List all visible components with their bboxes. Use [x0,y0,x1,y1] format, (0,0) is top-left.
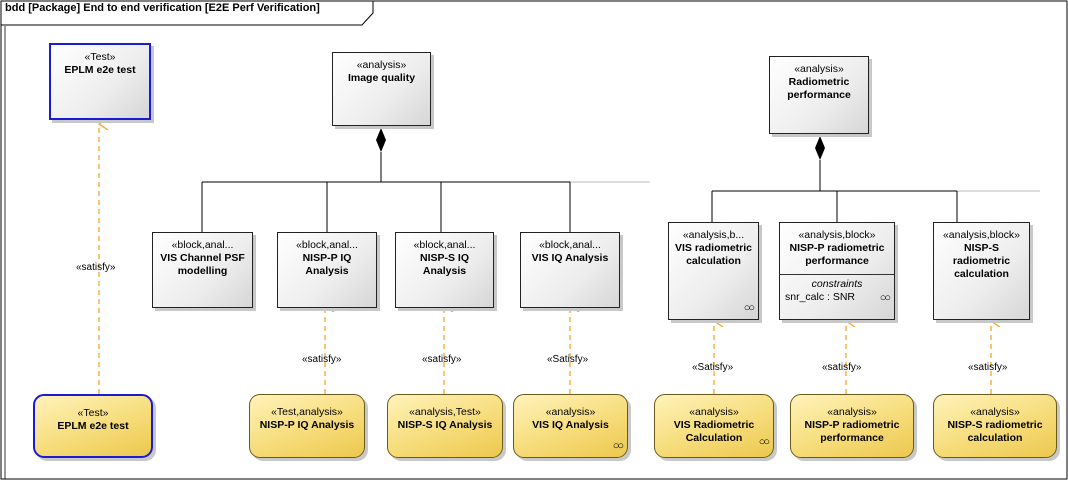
test-block-eplm[interactable]: «Test» EPLM e2e test [49,43,151,120]
composition-radiometric [711,160,1040,222]
block-name-line1: Radiometric [788,76,850,88]
block-name-line1: NISP-S IQ [419,252,469,264]
block-nispp-iq[interactable]: «block,anal... NISP-P IQ Analysis [277,232,377,308]
block-name-line2: performance [787,89,851,101]
block-name-line2: modelling [177,265,228,277]
stereotype: «block,anal... [171,239,234,251]
compartment-divider [780,274,894,275]
satisfy-label: «satisfy» [302,354,342,365]
usecase-name-line2: performance [820,432,884,444]
block-vis-radcalc[interactable]: «analysis,b... VIS radiometric calculati… [668,222,759,320]
constraint-item: snr_calc : SNR [785,291,856,303]
block-name-line1: VIS IQ Analysis [531,252,609,264]
block-name-line2: performance [805,255,869,267]
usecase-name-line1: NISP-S radiometric [947,419,1043,431]
stereotype: «analysis» [794,63,844,75]
stereotype: «Test» [77,407,109,419]
glasses-icon: ○○ [743,302,755,314]
block-nisps-iq[interactable]: «block,anal... NISP-S IQ Analysis [395,232,494,308]
usecase-name-line2: calculation [967,432,1023,444]
satisfy-label: «Satisfy» [692,362,734,373]
stereotype: «block,anal... [413,239,476,251]
stereotype: «Test,analysis» [271,406,343,418]
usecase-name: NISP-S IQ Analysis [397,419,493,431]
usecase-name: EPLM e2e test [57,420,129,432]
usecase-name-line2: Calculation [685,432,743,444]
block-name-line2: radiometric [952,255,1011,267]
usecase-vis-radiometric[interactable]: «analysis» VIS Radiometric Calculation ○… [654,394,774,458]
usecase-nisps-radiometric[interactable]: «analysis» NISP-S radiometric calculatio… [933,394,1057,458]
satisfy-label: «satisfy» [968,362,1008,373]
diagram-title: bdd [Package] End to end verification [E… [5,2,320,14]
glasses-icon: ○○ [758,436,770,448]
block-name-line1: NISP-S [963,242,999,254]
test-case-eplm[interactable]: «Test» EPLM e2e test [33,394,153,458]
block-name-line1: NISP-P radiometric [789,242,885,254]
block-vis-psf[interactable]: «block,anal... VIS Channel PSF modelling [152,232,253,308]
block-name: Image quality [347,72,416,84]
stereotype: «Test» [84,51,116,63]
block-image-quality[interactable]: «analysis» Image quality [332,52,431,126]
block-name-line1: NISP-P IQ [302,252,352,264]
stereotype: «block,anal... [539,239,601,251]
block-name-line2: Analysis [422,265,467,277]
block-name-line1: VIS Channel PSF [160,252,245,264]
block-name-line1: VIS radiometric [674,242,753,254]
stereotype: «analysis» [689,406,739,418]
stereotype: «analysis» [545,406,596,418]
stereotype: «analysis» [970,406,1020,418]
stereotype: «analysis,block» [798,229,876,241]
frame-title-tab [1,0,374,26]
composition-image-quality [201,152,650,232]
stereotype: «analysis» [827,406,877,418]
block-name-line2: Analysis [305,265,349,277]
stereotype: «analysis,block» [942,229,1021,241]
stereotype: «analysis,b... [682,229,745,241]
block-nispp-radperf[interactable]: «analysis,block» NISP-P radiometric perf… [779,222,895,320]
satisfy-label: «satisfy» [422,354,462,365]
block-name: EPLM e2e test [64,64,136,76]
usecase-name: NISP-P IQ Analysis [259,419,355,431]
stereotype: «block,anal... [296,239,358,251]
block-name-line2: calculation [686,255,741,267]
constraints-heading: constraints [811,278,863,290]
usecase-name-line1: VIS Radiometric [673,419,755,431]
glasses-icon: ○○ [612,440,624,452]
glasses-icon: ○○ [879,292,891,304]
stereotype: «analysis» [356,59,407,71]
diamond-icon [815,136,825,160]
satisfy-label: «Satisfy» [547,354,589,365]
usecase-name-line1: NISP-P radiometric [804,419,900,431]
block-nisps-radcalc[interactable]: «analysis,block» NISP-S radiometric calc… [933,222,1030,320]
block-vis-iq[interactable]: «block,anal... VIS IQ Analysis [520,232,620,308]
stereotype: «analysis,Test» [409,406,481,418]
usecase-nispp-iq[interactable]: «Test,analysis» NISP-P IQ Analysis [249,394,365,458]
satisfy-label: «satisfy» [822,362,862,373]
satisfy-dependencies [99,124,991,394]
usecase-nisps-iq[interactable]: «analysis,Test» NISP-S IQ Analysis [387,394,503,458]
diamond-icon [376,128,386,152]
block-radiometric-performance[interactable]: «analysis» Radiometric performance [769,56,869,134]
usecase-vis-iq[interactable]: «analysis» VIS IQ Analysis ○○ [513,394,628,458]
usecase-nispp-radiometric[interactable]: «analysis» NISP-P radiometric performanc… [790,394,914,458]
usecase-name: VIS IQ Analysis [532,419,609,431]
block-name-line3: calculation [954,268,1009,280]
satisfy-label: «satisfy» [76,262,116,273]
